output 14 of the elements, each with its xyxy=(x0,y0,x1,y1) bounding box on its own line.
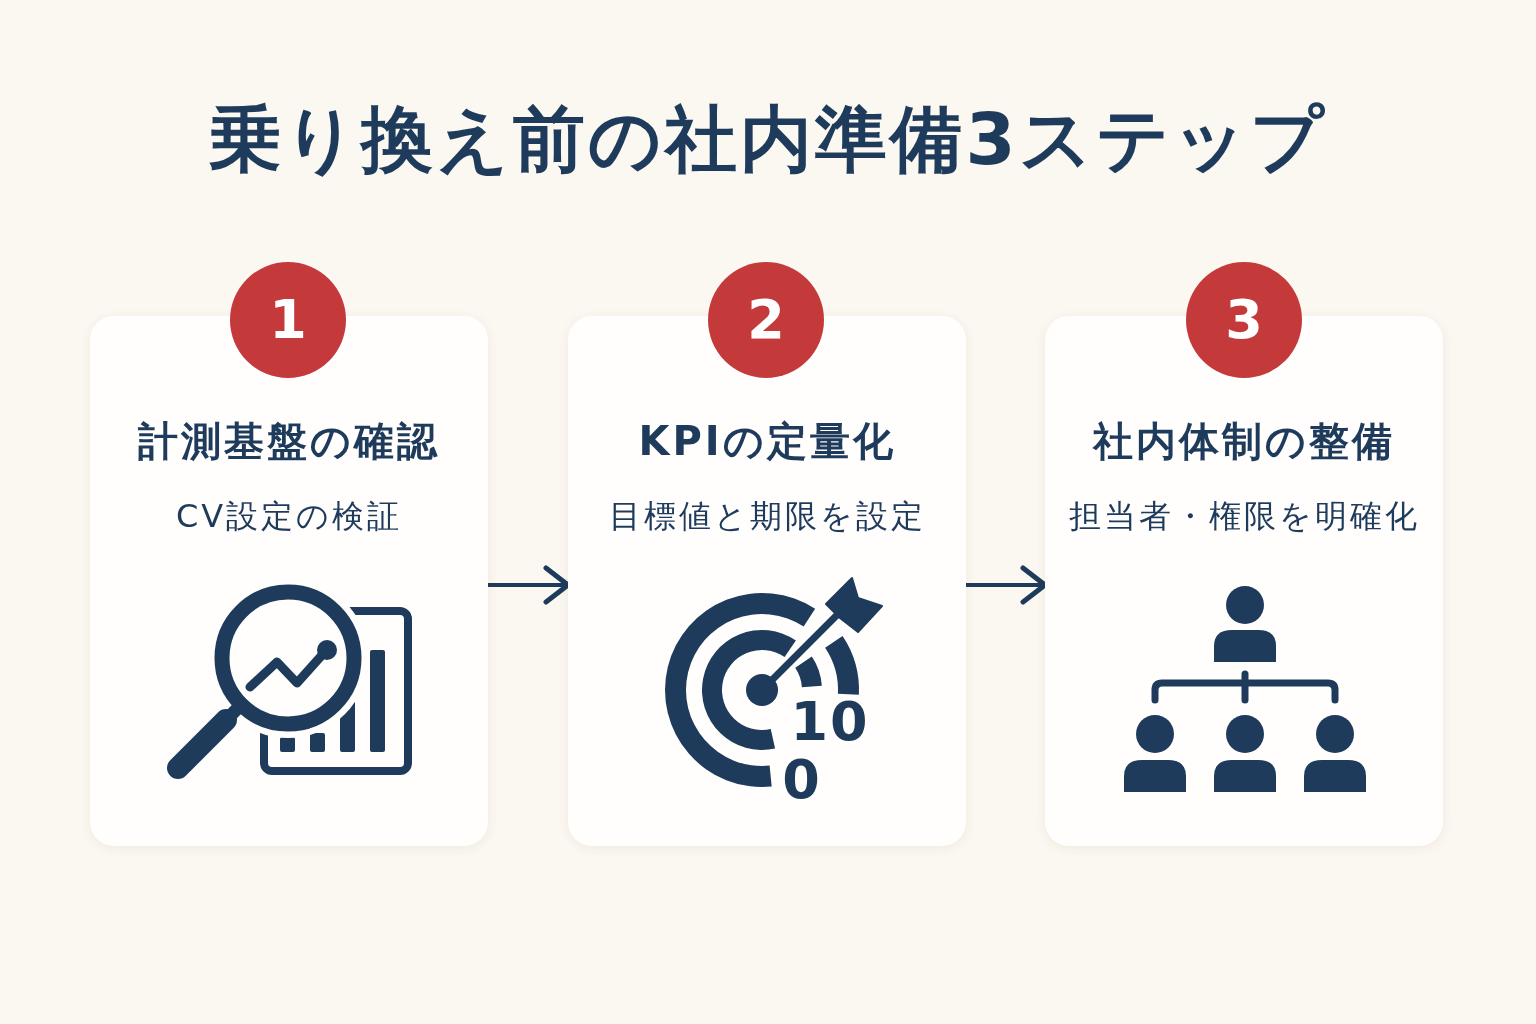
step-heading: 計測基盤の確認 xyxy=(138,417,440,466)
step-description: CV設定の検証 xyxy=(175,496,403,536)
step-description: 目標値と期限を設定 xyxy=(608,496,926,536)
title: 乗り換え前の社内準備3ステップ xyxy=(209,96,1327,183)
arrow xyxy=(488,565,571,605)
step-heading: 社内体制の整備 xyxy=(1093,417,1395,466)
step-number-circle: 1 xyxy=(230,262,346,378)
step-number-circle: 3 xyxy=(1186,262,1302,378)
score-number: 10 xyxy=(790,695,870,749)
score-number: 0 xyxy=(782,753,822,807)
step-number-circle: 2 xyxy=(708,262,824,378)
step-description: 担当者・権限を明確化 xyxy=(1068,496,1420,536)
arrow xyxy=(966,565,1048,605)
step-heading: KPIの定量化 xyxy=(638,417,896,466)
